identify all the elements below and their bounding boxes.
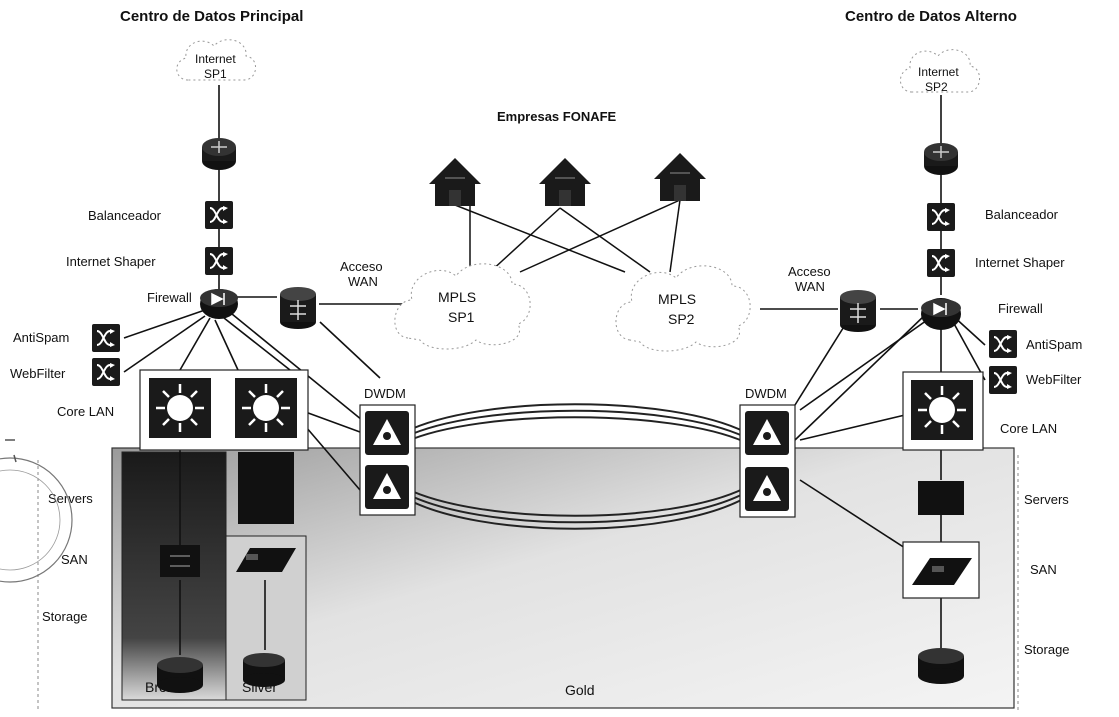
left-router-icon [201,137,237,171]
right-balanceador-icon [926,202,956,232]
dwdm-fiber [404,403,746,530]
empresa-house-3-icon [653,152,707,202]
right-shaper-icon [926,248,956,278]
left-links [123,85,405,655]
left-shaper-icon [204,246,234,276]
right-servers-label: Servers [1024,492,1069,507]
left-antispam-icon [91,323,121,353]
right-firewall-label: Firewall [998,301,1043,316]
left-balanceador-icon [204,200,234,230]
right-servers-icon [918,481,964,515]
left-balanceador-label: Balanceador [88,208,162,223]
left-shaper-label: Internet Shaper [66,254,156,269]
right-san-label: SAN [1030,562,1057,577]
mpls-sp2-line1: MPLS [658,291,696,307]
left-dwdm-unit-1-icon [365,411,409,455]
right-router-icon [923,142,959,176]
internet-sp1-line2: SP1 [204,67,227,81]
right-wan-router-icon [839,289,877,333]
right-acceso-label-2: WAN [795,279,825,294]
left-core-lan-label: Core LAN [57,404,114,419]
mpls-sp1-line1: MPLS [438,289,476,305]
left-antispam-label: AntiSpam [13,330,69,345]
tier-gold: Gold [565,682,595,698]
right-firewall-icon [921,298,961,330]
internet-sp1-line1: Internet [195,52,236,66]
cloud-internet-sp1: Internet SP1 [176,39,256,81]
stamp-seal [0,439,73,583]
right-dwdm-unit-2-icon [745,467,789,511]
empresas-links [454,199,681,273]
left-wan-router-icon [279,286,317,330]
left-core-switch-2-icon [233,376,299,440]
left-san-label: SAN [61,552,88,567]
empresa-house-1-icon [428,157,482,207]
left-acceso-label-1: Acceso [340,259,383,274]
title-alterno: Centro de Datos Alterno [845,8,1017,25]
left-storage-silver-icon [243,653,285,687]
right-antispam-icon [988,329,1018,359]
right-webfilter-icon [988,365,1018,395]
right-san-switch-icon [912,558,972,585]
silver-servers-block [238,452,294,524]
cloud-mpls-sp1: MPLS SP1 [394,263,531,350]
right-core-lan-label: Core LAN [1000,421,1057,436]
mpls-sp1-line2: SP1 [448,309,475,325]
left-core-switch-1-icon [147,376,213,440]
title-principal: Centro de Datos Principal [120,8,303,25]
right-acceso-label-1: Acceso [788,264,831,279]
right-storage-icon [918,648,964,684]
left-acceso-label-2: WAN [348,274,378,289]
right-links [760,95,986,650]
empresa-house-2-icon [538,157,592,207]
cloud-internet-sp2: Internet SP2 [900,49,980,94]
left-webfilter-label: WebFilter [10,366,66,381]
title-empresas: Empresas FONAFE [497,109,617,124]
left-servers-label: Servers [48,491,93,506]
right-antispam-label: AntiSpam [1026,337,1082,352]
internet-sp2-line1: Internet [918,65,959,79]
right-balanceador-label: Balanceador [985,207,1059,222]
right-dwdm-label: DWDM [745,386,787,401]
left-san-switch-silver-icon [236,548,296,572]
left-webfilter-icon [91,357,121,387]
left-dwdm-label: DWDM [364,386,406,401]
cloud-mpls-sp2: MPLS SP2 [615,265,751,352]
mpls-sp2-line2: SP2 [668,311,695,327]
left-storage-label: Storage [42,609,88,624]
left-san-switch-bronce-icon [160,545,200,577]
left-storage-bronce-icon [157,657,203,693]
left-dwdm-unit-2-icon [365,465,409,509]
right-storage-label: Storage [1024,642,1070,657]
left-firewall-icon [200,289,238,319]
internet-sp2-line2: SP2 [925,80,948,94]
right-webfilter-label: WebFilter [1026,372,1082,387]
right-shaper-label: Internet Shaper [975,255,1065,270]
left-firewall-label: Firewall [147,290,192,305]
right-dwdm-unit-1-icon [745,411,789,455]
right-core-switch-icon [909,378,975,442]
